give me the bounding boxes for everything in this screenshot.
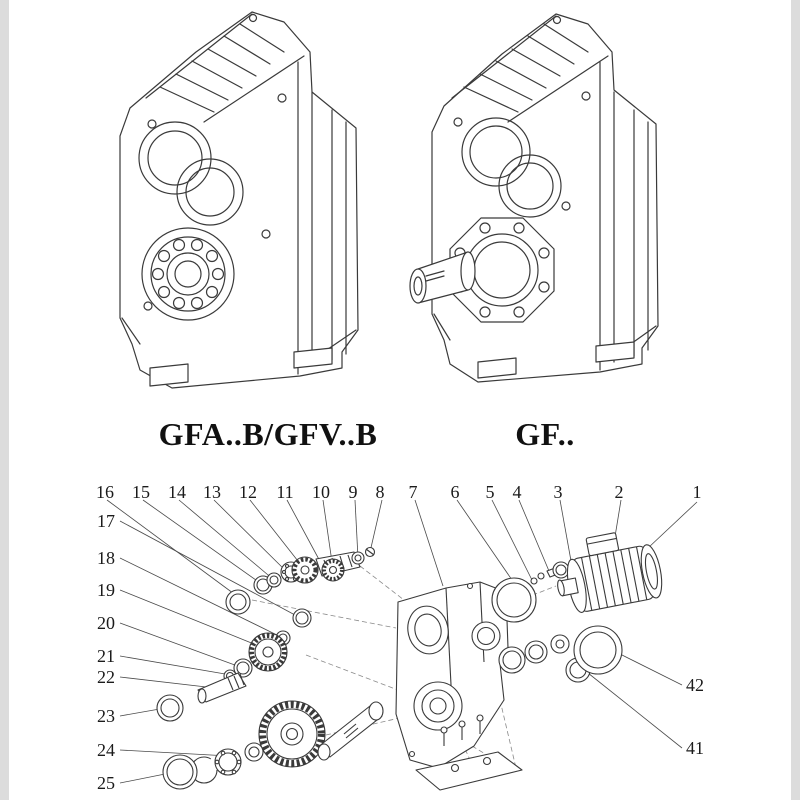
housing-body	[395, 581, 509, 769]
part-label-12: 12	[239, 482, 257, 502]
page-edge-right	[791, 0, 800, 800]
part-label-21: 21	[97, 646, 115, 666]
input-shaft-assembly	[225, 546, 376, 615]
lifting-eye	[552, 15, 562, 25]
part-label-3: 3	[553, 482, 563, 502]
part-label-10: 10	[312, 482, 330, 502]
lifting-eye	[248, 13, 258, 23]
bolt-head	[458, 720, 466, 728]
part-label-9: 9	[348, 482, 358, 502]
part-label-13: 13	[203, 482, 221, 502]
gfab-gfvb-drawing	[119, 11, 359, 389]
part-label-15: 15	[132, 482, 150, 502]
bolt-head	[476, 714, 484, 722]
motor-flange-parts	[491, 561, 570, 623]
bolt	[537, 572, 545, 580]
part-label-14: 14	[168, 482, 186, 502]
part-label-22: 22	[97, 667, 115, 687]
part-label-16: 16	[96, 482, 114, 502]
part-label-4: 4	[512, 482, 522, 502]
bearing-rollers	[151, 238, 225, 310]
bolt	[530, 577, 538, 585]
base-plate-assembly	[415, 714, 523, 791]
part-label-11: 11	[276, 482, 294, 502]
terminal-box	[585, 532, 620, 557]
part-label-42: 42	[686, 675, 704, 695]
part-label-7: 7	[408, 482, 418, 502]
motor	[557, 532, 663, 613]
gf-drawing	[409, 13, 659, 383]
output-gear-assembly	[162, 700, 384, 790]
part-label-6: 6	[450, 482, 460, 502]
part-label-25: 25	[97, 773, 115, 793]
base-plate	[415, 751, 523, 791]
part-label-2: 2	[614, 482, 624, 502]
exploded-view-svg	[106, 499, 698, 791]
model-label-gfab-gfvb: GFA..B/GFV..B	[158, 416, 378, 452]
gearbox-drawings-svg	[119, 11, 659, 389]
part-label-23: 23	[97, 706, 115, 726]
part-label-20: 20	[97, 613, 115, 633]
part-label-24: 24	[97, 740, 115, 760]
intermediate-gear-assembly	[156, 608, 312, 722]
part-label-1: 1	[692, 482, 702, 502]
page-edge-left	[0, 0, 9, 800]
part-label-5: 5	[485, 482, 495, 502]
part-label-19: 19	[97, 580, 115, 600]
housing-silhouette	[119, 11, 359, 389]
model-label-gf: GF..	[515, 416, 575, 452]
part-label-18: 18	[97, 548, 115, 568]
bolt-head	[440, 726, 448, 734]
part-label-41: 41	[686, 738, 704, 758]
part-label-8: 8	[375, 482, 385, 502]
housing-silhouette	[431, 13, 659, 383]
gear-housing	[395, 581, 509, 769]
output-side-rings	[498, 625, 623, 683]
part-label-17: 17	[97, 511, 115, 531]
